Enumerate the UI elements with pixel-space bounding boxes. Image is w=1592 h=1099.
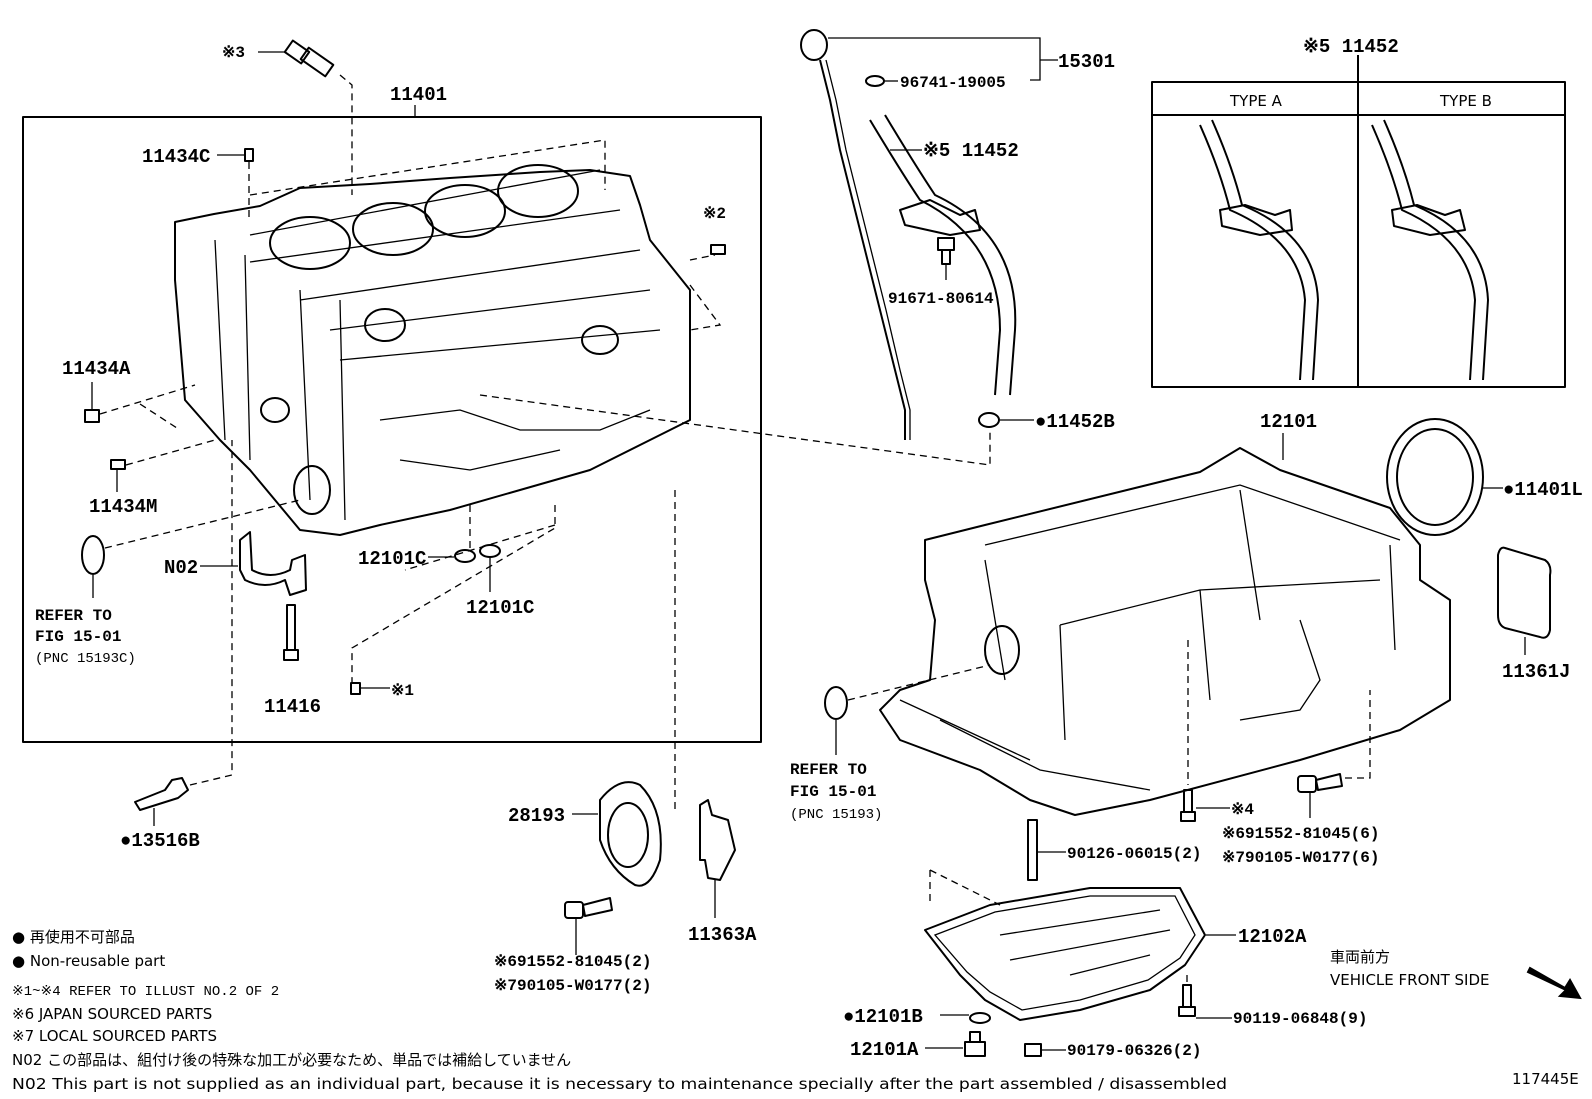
oil-pan-12101-drawing [879, 447, 1451, 816]
label-11452-mid[interactable]: ※5 11452 [923, 140, 1019, 162]
label-90126[interactable]: 90126-06015(2) [1067, 845, 1201, 863]
front-arrow-icon [1526, 966, 1582, 1000]
label-12101[interactable]: 12101 [1260, 411, 1317, 433]
oil-seal-11401L [1386, 418, 1484, 536]
ref1-line2: FIG 15-01 [35, 628, 121, 646]
label-11434C[interactable]: 11434C [142, 146, 210, 168]
legend-en: ● Non-reusable part [12, 952, 165, 970]
note-7: ※7 LOCAL SOURCED PARTS [12, 1027, 217, 1045]
note-n02-en: N02 This part is not supplied as an indi… [12, 1075, 1227, 1093]
label-96741[interactable]: 96741-19005 [900, 74, 1006, 92]
label-n1[interactable]: ※1 [391, 682, 414, 700]
label-11434M[interactable]: 11434M [89, 496, 157, 518]
cylinder-block-frame [22, 116, 762, 743]
pin-13516B [134, 777, 189, 811]
label-12102A[interactable]: 12102A [1238, 926, 1307, 948]
label-790105-right[interactable]: ※790105-W0177(6) [1222, 849, 1379, 867]
type-b-header: TYPE B [1439, 92, 1492, 110]
label-28193[interactable]: 28193 [508, 805, 565, 827]
bracket-11363A [699, 799, 736, 881]
note-1-4: ※1~※4 REFER TO ILLUST NO.2 OF 2 [12, 984, 279, 1000]
label-N02[interactable]: N02 [164, 557, 198, 579]
figure-id: 117445E [1512, 1070, 1579, 1088]
label-11361J[interactable]: 11361J [1502, 661, 1570, 683]
label-15301[interactable]: 15301 [1058, 51, 1115, 73]
label-90179[interactable]: 90179-06326(2) [1067, 1042, 1201, 1060]
note-6: ※6 JAPAN SOURCED PARTS [12, 1005, 212, 1023]
type-a-tube [1199, 119, 1319, 381]
type-b-tube [1371, 119, 1489, 381]
label-11416[interactable]: 11416 [264, 696, 321, 718]
oil-level-gauge-15301 [800, 29, 911, 440]
bolt-691552-left [564, 897, 613, 919]
label-n4[interactable]: ※4 [1231, 801, 1254, 819]
label-790105-left[interactable]: ※790105-W0177(2) [494, 977, 651, 995]
label-13516B[interactable]: ●13516B [120, 830, 200, 852]
label-11434A[interactable]: 11434A [62, 358, 131, 380]
label-11452-box[interactable]: ※5 11452 [1303, 36, 1399, 58]
oil-pan-12102A [924, 887, 1206, 1021]
label-91671[interactable]: 91671-80614 [888, 290, 994, 308]
front-en: VEHICLE FRONT SIDE [1330, 971, 1490, 989]
label-11401L[interactable]: ●11401L [1503, 479, 1583, 501]
label-12101C-b[interactable]: 12101C [466, 597, 534, 619]
label-90119[interactable]: 90119-06848(9) [1233, 1010, 1367, 1028]
label-691552-left[interactable]: ※691552-81045(2) [494, 953, 651, 971]
label-12101A[interactable]: 12101A [850, 1039, 919, 1061]
label-691552-right[interactable]: ※691552-81045(6) [1222, 825, 1379, 843]
label-12101C-a[interactable]: 12101C [358, 548, 426, 570]
front-jp: 車両前方 [1330, 948, 1390, 966]
bolt-11416 [283, 604, 299, 661]
legend-jp: ● 再使用不可部品 [12, 928, 135, 946]
bearing-cap-n02 [239, 531, 307, 596]
label-n3[interactable]: ※3 [222, 44, 245, 62]
ref1-line1: REFER TO [35, 607, 112, 625]
cylinder-block-drawing [174, 164, 691, 536]
label-12101B[interactable]: ●12101B [843, 1006, 923, 1028]
ref2-line3: (PNC 15193) [790, 807, 882, 823]
label-11363A[interactable]: 11363A [688, 924, 757, 946]
note-n02-jp: N02 この部品は、組付け後の特殊な加工が必要なため、単品では補給していません [12, 1051, 571, 1069]
cover-11361J [1497, 546, 1552, 639]
drain-plug-12101A [964, 1031, 986, 1057]
label-n2[interactable]: ※2 [703, 205, 726, 223]
label-11401[interactable]: 11401 [390, 84, 447, 106]
ref2-line1: REFER TO [790, 761, 867, 779]
gasket-28193 [599, 781, 662, 887]
bolt-691552-right [1297, 773, 1343, 793]
type-box [1151, 55, 1566, 388]
ref2-line2: FIG 15-01 [790, 783, 876, 801]
label-11452B[interactable]: ●11452B [1035, 411, 1115, 433]
ref1-line3: (PNC 15193C) [35, 651, 136, 667]
sensor-n3 [258, 39, 335, 78]
type-a-header: TYPE A [1229, 92, 1283, 110]
